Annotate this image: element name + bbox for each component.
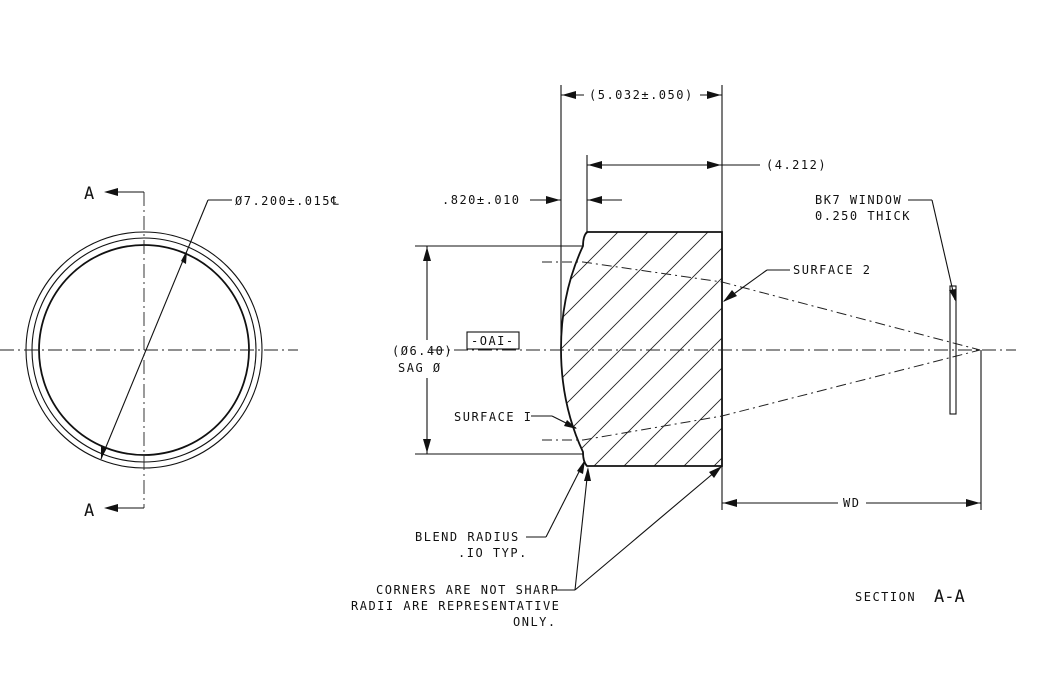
- working-distance-label: WD: [843, 496, 860, 510]
- section-title-id: A-A: [934, 587, 965, 607]
- clear-aperture-dimension: (Ø6.40): [392, 344, 453, 358]
- bk7-window: [949, 285, 957, 415]
- ray-upper: [542, 261, 981, 351]
- body-length-dimension: (4.212): [766, 158, 827, 172]
- datum-frame: [466, 331, 520, 350]
- section-marker-top: A: [84, 184, 94, 204]
- window-leader: [931, 199, 956, 301]
- corners-note-line2: RADII ARE REPRESENTATIVE: [351, 599, 560, 613]
- surface2-label: SURFACE 2: [793, 263, 872, 277]
- blend-note-line1: BLEND RADIUS: [415, 530, 520, 544]
- datum-label: -OAI-: [471, 334, 515, 348]
- sag-dimension: .820±.010: [442, 193, 521, 207]
- diameter-leader: [100, 199, 209, 460]
- window-note-line1: BK7 WINDOW: [815, 193, 902, 207]
- section-marker-bottom: A: [84, 501, 94, 521]
- window-note-line2: 0.250 THICK: [815, 209, 911, 223]
- diameter-dimension: Ø7.200±.015℄: [235, 194, 340, 208]
- section-view: (5.032±.050) (4.212) .820±.010 (Ø6.40) S…: [351, 85, 1016, 629]
- corners-leader-2: [574, 465, 723, 591]
- blend-note-line2: .IO TYP.: [458, 546, 528, 560]
- front-view: A A Ø7.200±.015℄: [0, 184, 340, 521]
- section-hatch: [561, 232, 722, 466]
- surface1-label: SURFACE I: [454, 410, 533, 424]
- corners-leader-1: [574, 468, 589, 591]
- section-title-word: SECTION: [855, 590, 916, 604]
- diameter-arrow-top: [181, 250, 187, 264]
- corners-note-line3: ONLY.: [513, 615, 557, 629]
- section-arrow-top: [104, 188, 118, 196]
- clear-aperture-subtitle: SAG Ø: [398, 361, 442, 375]
- overall-length-dimension: (5.032±.050): [589, 88, 694, 102]
- section-arrow-bottom: [104, 504, 118, 512]
- blend-leader: [545, 461, 585, 538]
- lens-outline: [560, 231, 723, 467]
- diameter-arrow-bottom: [101, 445, 107, 459]
- ray-lower: [542, 349, 981, 441]
- corners-note-line1: CORNERS ARE NOT SHARP: [376, 583, 559, 597]
